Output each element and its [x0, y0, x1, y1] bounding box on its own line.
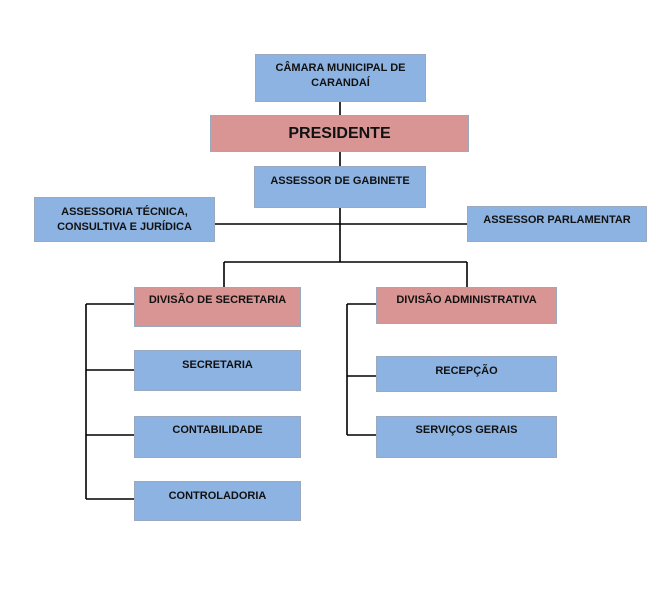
- controladoria-box: CONTROLADORIA: [134, 481, 301, 521]
- contabilidade-label: CONTABILIDADE: [172, 424, 263, 436]
- divisao-secretaria-box: DIVISÃO DE SECRETARIA: [134, 287, 301, 327]
- recepcao-label: RECEPÇÃO: [435, 365, 498, 377]
- controladoria-label: CONTROLADORIA: [168, 490, 267, 502]
- assessor-parlamentar-box: ASSESSOR PARLAMENTAR: [467, 206, 647, 242]
- secretaria-label: SECRETARIA: [182, 359, 253, 371]
- secretaria-box: SECRETARIA: [134, 350, 301, 391]
- assessor-gabinete-box: ASSESSOR DE GABINETE: [254, 166, 426, 208]
- assessor-parlamentar-label: ASSESSOR PARLAMENTAR: [483, 214, 631, 226]
- camara-municipal-box: CÂMARA MUNICIPAL DE CARANDAÍ: [255, 54, 426, 102]
- presidente-label: PRESIDENTE: [288, 124, 391, 142]
- divisao-administrativa-box: DIVISÃO ADMINISTRATIVA: [376, 287, 557, 324]
- assessoria-tecnica-label: ASSESSORIA TÉCNICA, CONSULTIVA E JURÍDIC…: [57, 206, 192, 233]
- assessor-gabinete-label: ASSESSOR DE GABINETE: [270, 175, 410, 187]
- assessoria-tecnica-box: ASSESSORIA TÉCNICA, CONSULTIVA E JURÍDIC…: [34, 197, 215, 242]
- servicos-gerais-box: SERVIÇOS GERAIS: [376, 416, 557, 458]
- recepcao-box: RECEPÇÃO: [376, 356, 557, 392]
- contabilidade-box: CONTABILIDADE: [134, 416, 301, 458]
- servicos-gerais-label: SERVIÇOS GERAIS: [415, 424, 518, 436]
- camara-municipal-label: CÂMARA MUNICIPAL DE CARANDAÍ: [275, 62, 406, 89]
- presidente-box: PRESIDENTE: [210, 115, 469, 152]
- divisao-administrativa-label: DIVISÃO ADMINISTRATIVA: [396, 294, 537, 306]
- divisao-secretaria-label: DIVISÃO DE SECRETARIA: [148, 294, 287, 306]
